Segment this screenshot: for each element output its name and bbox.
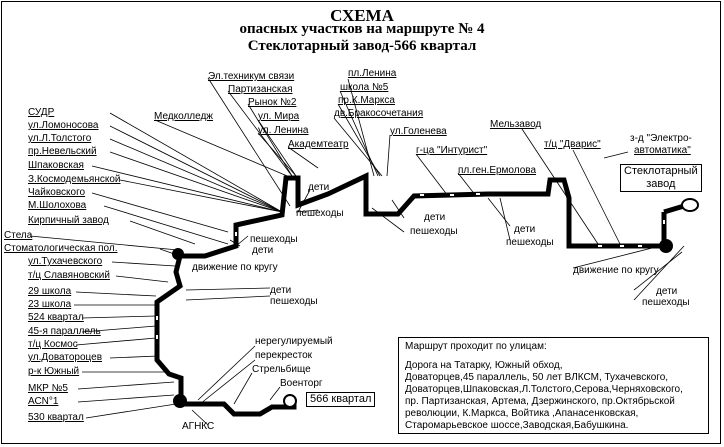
stop-ermolova: пл.ген.Ермолова	[458, 165, 537, 176]
roundabout-east	[659, 239, 673, 253]
route-streets-line: Старомарьевское шоссе,Заводская,Бабушкин…	[405, 420, 629, 431]
stop-el-technikum: Эл.техникум связи	[208, 71, 295, 82]
scheme-title: СХЕМА	[330, 6, 394, 25]
terminal-steklo	[681, 198, 699, 212]
terminal-loops	[283, 198, 699, 408]
stop-akademteatr: Академтеатр	[288, 139, 349, 150]
stop-dvaris: т/ц "Дварис"	[544, 139, 601, 150]
hazard-circle-east: движение по кругу	[573, 265, 659, 276]
stop-elektroavtomatika-l2: автоматика"	[634, 145, 691, 156]
stop-shkola-29: 29 школа	[28, 286, 72, 297]
scheme-route-name: Стеклотарный завод-566 квартал	[247, 38, 477, 54]
stop-mira: ул. Мира	[258, 111, 300, 122]
stop-golenewa: ул.Голенева	[390, 126, 447, 137]
scheme-subtitle: опасных участков на маршруте № 4	[239, 21, 485, 37]
hazard-deti-upper: дети	[308, 182, 330, 193]
stop-stomatology: Стоматологическая пол.	[4, 243, 118, 254]
stop-voentorg: Военторг	[280, 378, 323, 389]
stop-strelbishche: Стрельбище	[252, 364, 311, 375]
stop-nevelsky: пр.Невельский	[28, 146, 97, 157]
stop-intourist: г-ца "Интурист"	[416, 145, 488, 156]
hazard-peshehody-left: пешеходы	[270, 296, 318, 307]
stop-stela: Стела	[4, 230, 33, 241]
stop-asn-1: АСN°1	[28, 396, 59, 407]
hazard-peshehody-upper: пешеходы	[296, 208, 344, 219]
stop-melzavod: Мельзавод	[490, 119, 542, 130]
stop-sholokhova: М.Шолохова	[28, 200, 87, 211]
hazard-unregulated-l1: нерегулируемый	[255, 336, 333, 347]
route-streets-line: пр. Партизанская, Артема, Дзержинского, …	[405, 396, 675, 407]
stop-partizanskaya: Партизанская	[228, 84, 293, 95]
hazard-peshehody-far-east: пешеходы	[642, 297, 690, 308]
stop-agnks: АГНКС	[182, 421, 215, 432]
stop-shpakovskaya: Шпаковская	[28, 160, 84, 171]
hazard-circle-upper: движение по кругу	[192, 262, 278, 273]
hazard-deti-left: дети	[270, 285, 292, 296]
terminal-steklotarny-zavod: Стеклотарный завод	[620, 164, 702, 192]
terminal-steklo-line1: Стеклотарный	[624, 165, 698, 177]
stop-tukhachevskogo: ул.Тухачевского	[28, 256, 103, 267]
stop-shkola-5: школа №5	[340, 82, 389, 93]
roundabout-upper	[172, 248, 184, 260]
terminal-566	[283, 394, 297, 408]
stop-elektroavtomatika-l1: з-д "Электро-	[630, 133, 692, 144]
hazard-marks	[156, 193, 665, 371]
stop-pl-lenina: пл.Ленина	[348, 68, 397, 79]
route-streets-heading: Маршрут проходит по улицам:	[405, 341, 547, 352]
stop-k-marksa: пр.К.Маркса	[338, 95, 395, 106]
stop-brako: дв.Бракосочетания	[334, 108, 424, 119]
stop-tolstogo: ул.Л.Толстого	[28, 133, 92, 144]
stop-medcollege: Медколледж	[154, 111, 213, 122]
terminal-566-kvartal: 566 квартал	[306, 392, 376, 407]
route-streets-line: Доваторцев,Шпаковская,Л.Толстого,Серова,…	[405, 384, 683, 395]
roundabouts	[172, 239, 673, 408]
stop-kosmos: т/ц Космос	[28, 339, 78, 350]
route-streets-box: Маршрут проходит по улицам: Дорога на Та…	[398, 337, 709, 434]
stop-sudr: СУДР	[28, 107, 55, 118]
route-streets-line: Доваторцев,45 параллель, 50 лет ВЛКСМ, Т…	[405, 372, 669, 383]
stop-kvartal-524: 524 квартал	[28, 312, 84, 323]
stop-lenina-street: ул. Ленина	[258, 125, 309, 136]
stop-kirpichny-zavod: Кирпичный завод	[28, 215, 109, 226]
stop-dovatortsev: ул.Доватороцев	[28, 352, 103, 363]
stop-chaykovskogo: Чайковского	[28, 187, 86, 198]
hazard-unregulated-l2: перекресток	[255, 350, 313, 361]
stop-rynok-2: Рынок №2	[248, 97, 297, 108]
stop-kosmodemyanskoy: З.Космодемьянской	[28, 174, 121, 185]
hazard-deti-far-east: дети	[656, 286, 678, 297]
stop-mkr-5: МКР №5	[28, 383, 68, 394]
hazard-peshehody-east: пешеходы	[506, 237, 554, 248]
stop-lomonosova: ул.Ломоносова	[28, 120, 99, 131]
stop-yuzhny-market: р-к Южный	[28, 366, 80, 377]
hazard-deti-center: дети	[424, 212, 446, 223]
leader-lines	[29, 77, 685, 426]
route-streets-line: революции, К.Маркса, Войтика ,Апанасенко…	[405, 408, 639, 419]
terminal-steklo-line2: завод	[646, 178, 676, 190]
stop-45-parallel: 45-я параллель	[28, 326, 101, 337]
hazard-peshehody-center: пешеходы	[410, 226, 458, 237]
hazard-peshehody-mid: пешеходы	[250, 234, 298, 245]
route-streets-line: Дорога на Татарку, Южный обход,	[405, 360, 563, 371]
stop-slavyanovsky: т/ц Славяновский	[28, 270, 110, 281]
roundabout-lower	[173, 394, 187, 408]
stop-shkola-23: 23 школа	[28, 299, 72, 310]
stop-kvartal-530: 530 квартал	[28, 412, 84, 423]
hazard-deti-east: дети	[514, 224, 536, 235]
hazard-deti-mid: дети	[252, 245, 274, 256]
